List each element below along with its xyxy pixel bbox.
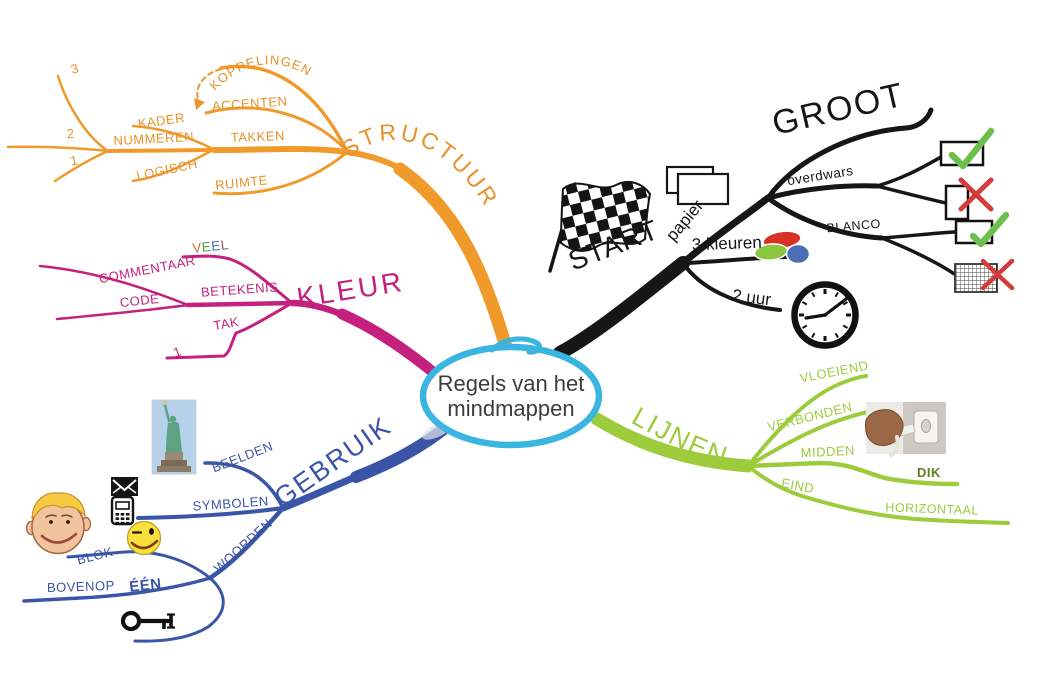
label-tak: TAK bbox=[212, 314, 240, 333]
branch-lijnen: LIJNEN VLOEIEND VERBONDEN MIDDEN EIND DI… bbox=[590, 358, 1010, 525]
label-num1: 1 bbox=[69, 153, 79, 169]
label-kader: KADER bbox=[137, 110, 186, 131]
label-logisch: LOGISCH bbox=[135, 156, 199, 184]
label-groot: GROOT bbox=[769, 76, 909, 143]
label-horizontaal: HORIZONTAAL bbox=[885, 500, 979, 517]
label-num3: 3 bbox=[69, 60, 80, 76]
label-symbolen: SYMBOLEN bbox=[192, 493, 269, 513]
branch-kleur: KLEUR VEEL COMMENTAAR CODE BETEKENIS TAK… bbox=[38, 237, 439, 378]
three-color-ovals-icon bbox=[753, 230, 811, 265]
label-code: CODE bbox=[119, 291, 160, 310]
blank-page-checkbox bbox=[954, 211, 1010, 248]
label-betekenis: BETEKENIS bbox=[201, 279, 279, 299]
label-num2: 2 bbox=[66, 126, 75, 142]
branch-structuur: STRUCTUUR KOPPELINGEN ACCENTEN TAKKEN RU… bbox=[6, 52, 515, 360]
label-takken: TAKKEN bbox=[231, 128, 286, 145]
label-kleur: KLEUR bbox=[295, 266, 407, 314]
red-cross-icon bbox=[980, 258, 1015, 291]
label-dik: DIK bbox=[917, 465, 941, 480]
label-midden: MIDDEN bbox=[800, 443, 855, 461]
center-node: Regels van het mindmappen bbox=[419, 336, 603, 449]
red-cross-icon bbox=[958, 177, 994, 212]
label-eind: EIND bbox=[780, 475, 815, 496]
center-title-line1: Regels van het bbox=[438, 371, 585, 396]
mobile-phone-icon bbox=[110, 491, 135, 526]
branch-start: START papier GROOT overdwars BLANCO 3 kl… bbox=[548, 76, 1015, 360]
grid-page-checkbox bbox=[954, 258, 1015, 293]
label-blok: BLOK bbox=[75, 544, 114, 567]
label-nummeren: NUMMEREN bbox=[113, 129, 194, 148]
label-commentaar: COMMENTAAR bbox=[98, 253, 197, 286]
label-een: ÉÉN bbox=[129, 575, 163, 595]
ellipse-pen-loop bbox=[489, 336, 543, 355]
checkered-flag-icon bbox=[548, 181, 652, 273]
dashed-link-arrow-icon bbox=[194, 68, 222, 110]
label-vloeiend: VLOEIEND bbox=[798, 358, 869, 386]
envelope-icon bbox=[111, 477, 138, 496]
label-ruimte: RUIMTE bbox=[214, 172, 268, 192]
label-2-uur: 2 uur bbox=[731, 286, 772, 310]
boy-face-image bbox=[25, 492, 92, 555]
clock-icon bbox=[791, 281, 859, 349]
label-accenten: ACCENTEN bbox=[211, 93, 287, 113]
green-checkmark-icon bbox=[948, 127, 995, 170]
center-title-line2: mindmappen bbox=[447, 396, 574, 421]
label-veel: VEEL bbox=[192, 237, 230, 256]
hand-plug-socket-image bbox=[864, 402, 946, 457]
landscape-page-checkbox bbox=[939, 127, 995, 170]
winking-smiley-icon bbox=[126, 520, 162, 556]
label-structuur: STRUCTUUR bbox=[336, 119, 504, 212]
label-3-kleuren: 3 kleuren bbox=[692, 233, 763, 254]
label-blanco: BLANCO bbox=[826, 217, 881, 236]
portrait-page-checkbox bbox=[944, 177, 994, 221]
key-icon bbox=[120, 610, 175, 632]
label-bovenop: BOVENOP bbox=[47, 578, 115, 595]
paper-sheets-icon bbox=[665, 165, 730, 206]
green-checkmark-icon bbox=[969, 211, 1010, 248]
statue-of-liberty-image bbox=[151, 399, 197, 475]
hand-drawn-ellipse bbox=[419, 343, 603, 449]
label-woorden: WOORDEN bbox=[211, 516, 275, 576]
